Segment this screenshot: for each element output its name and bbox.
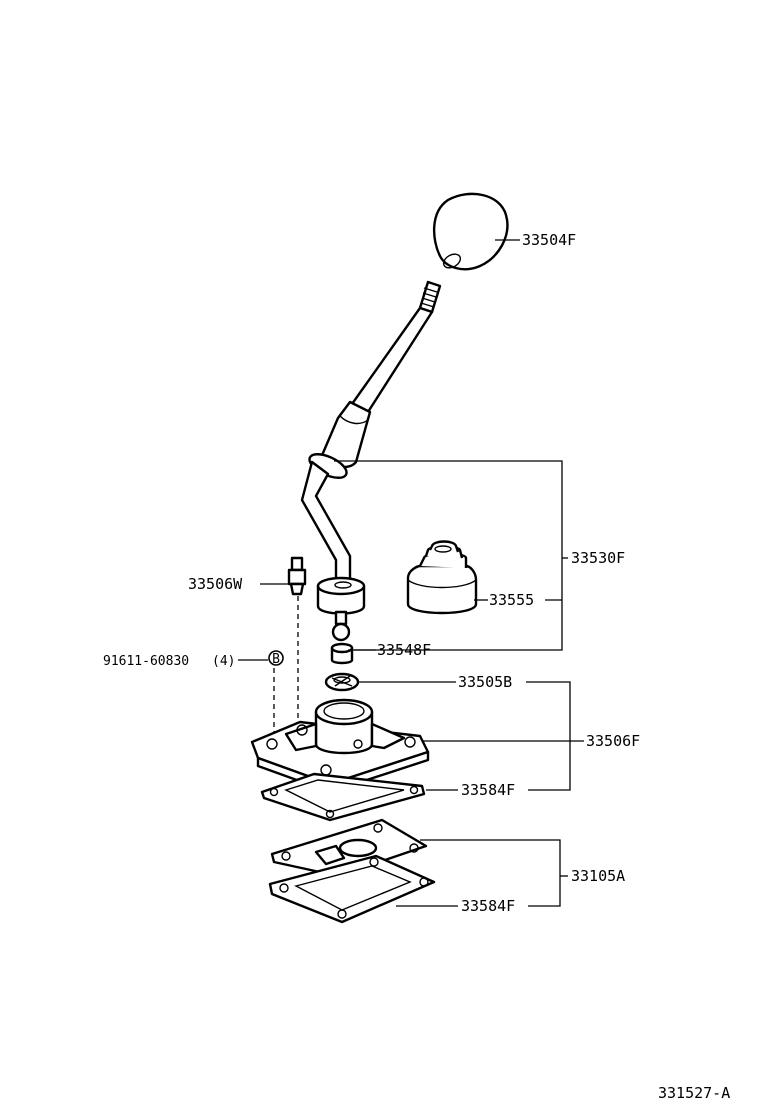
label-bolt: 91611-60830 <box>103 654 189 669</box>
plate-part <box>270 818 428 878</box>
label-knob: 33504F <box>522 231 576 249</box>
shift-lever <box>300 280 442 642</box>
label-gasket-upper: 33584F <box>461 781 515 799</box>
figure-id: 331527-A <box>658 1084 730 1102</box>
boot-part <box>406 540 478 615</box>
retainer-part <box>250 698 430 794</box>
label-bolt-qty: (4) <box>212 654 235 669</box>
gasket-upper-part <box>260 772 426 822</box>
gasket-lower-part <box>268 854 436 924</box>
label-breather-plug: 33506W <box>188 575 243 593</box>
label-plate: 33105A <box>571 867 625 885</box>
label-retainer: 33506F <box>586 732 640 750</box>
leader-lines <box>238 239 584 907</box>
label-lever-assy: 33530F <box>571 549 625 567</box>
label-seat: 33505B <box>458 673 512 691</box>
breather-plug-part <box>287 556 307 730</box>
label-boot: 33555 <box>489 591 534 609</box>
bolt-symbol: B <box>268 650 284 732</box>
seat-part <box>324 672 360 692</box>
label-bushing: 33548F <box>377 641 431 659</box>
bushing-part <box>330 642 354 665</box>
label-gasket-lower: 33584F <box>461 897 515 915</box>
bolt-symbol-letter: B <box>272 652 280 667</box>
shift-knob <box>432 192 509 271</box>
